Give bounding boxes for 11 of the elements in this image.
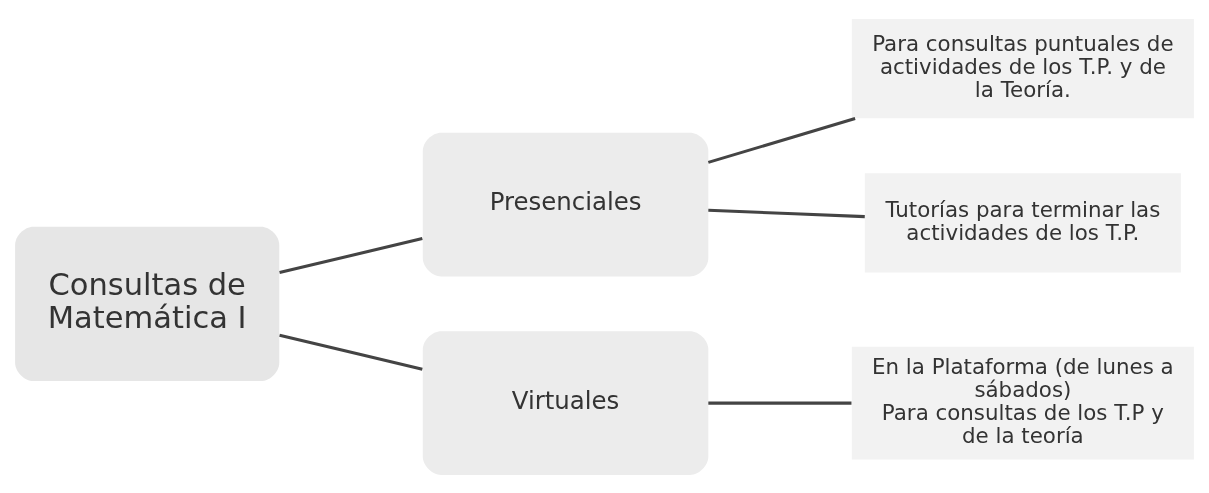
connector: [279, 333, 423, 371]
node-box: Consultas de Matemática I: [15, 226, 280, 381]
connector: [708, 208, 865, 218]
connector: [708, 401, 852, 405]
node-box: Para consultas puntuales de actividades de los T.P. y de la Teoría.: [851, 18, 1194, 118]
node-box: Virtuales: [422, 330, 709, 475]
node-box: Presenciales: [422, 132, 709, 276]
node-box: Tutorías para terminar las actividades de los T.P.: [864, 172, 1181, 273]
node-box: En la Plataforma (de lunes a sábados) Para consultas de los T.P y de la teoría: [851, 346, 1194, 460]
connector: [707, 116, 856, 164]
connector: [279, 236, 423, 274]
